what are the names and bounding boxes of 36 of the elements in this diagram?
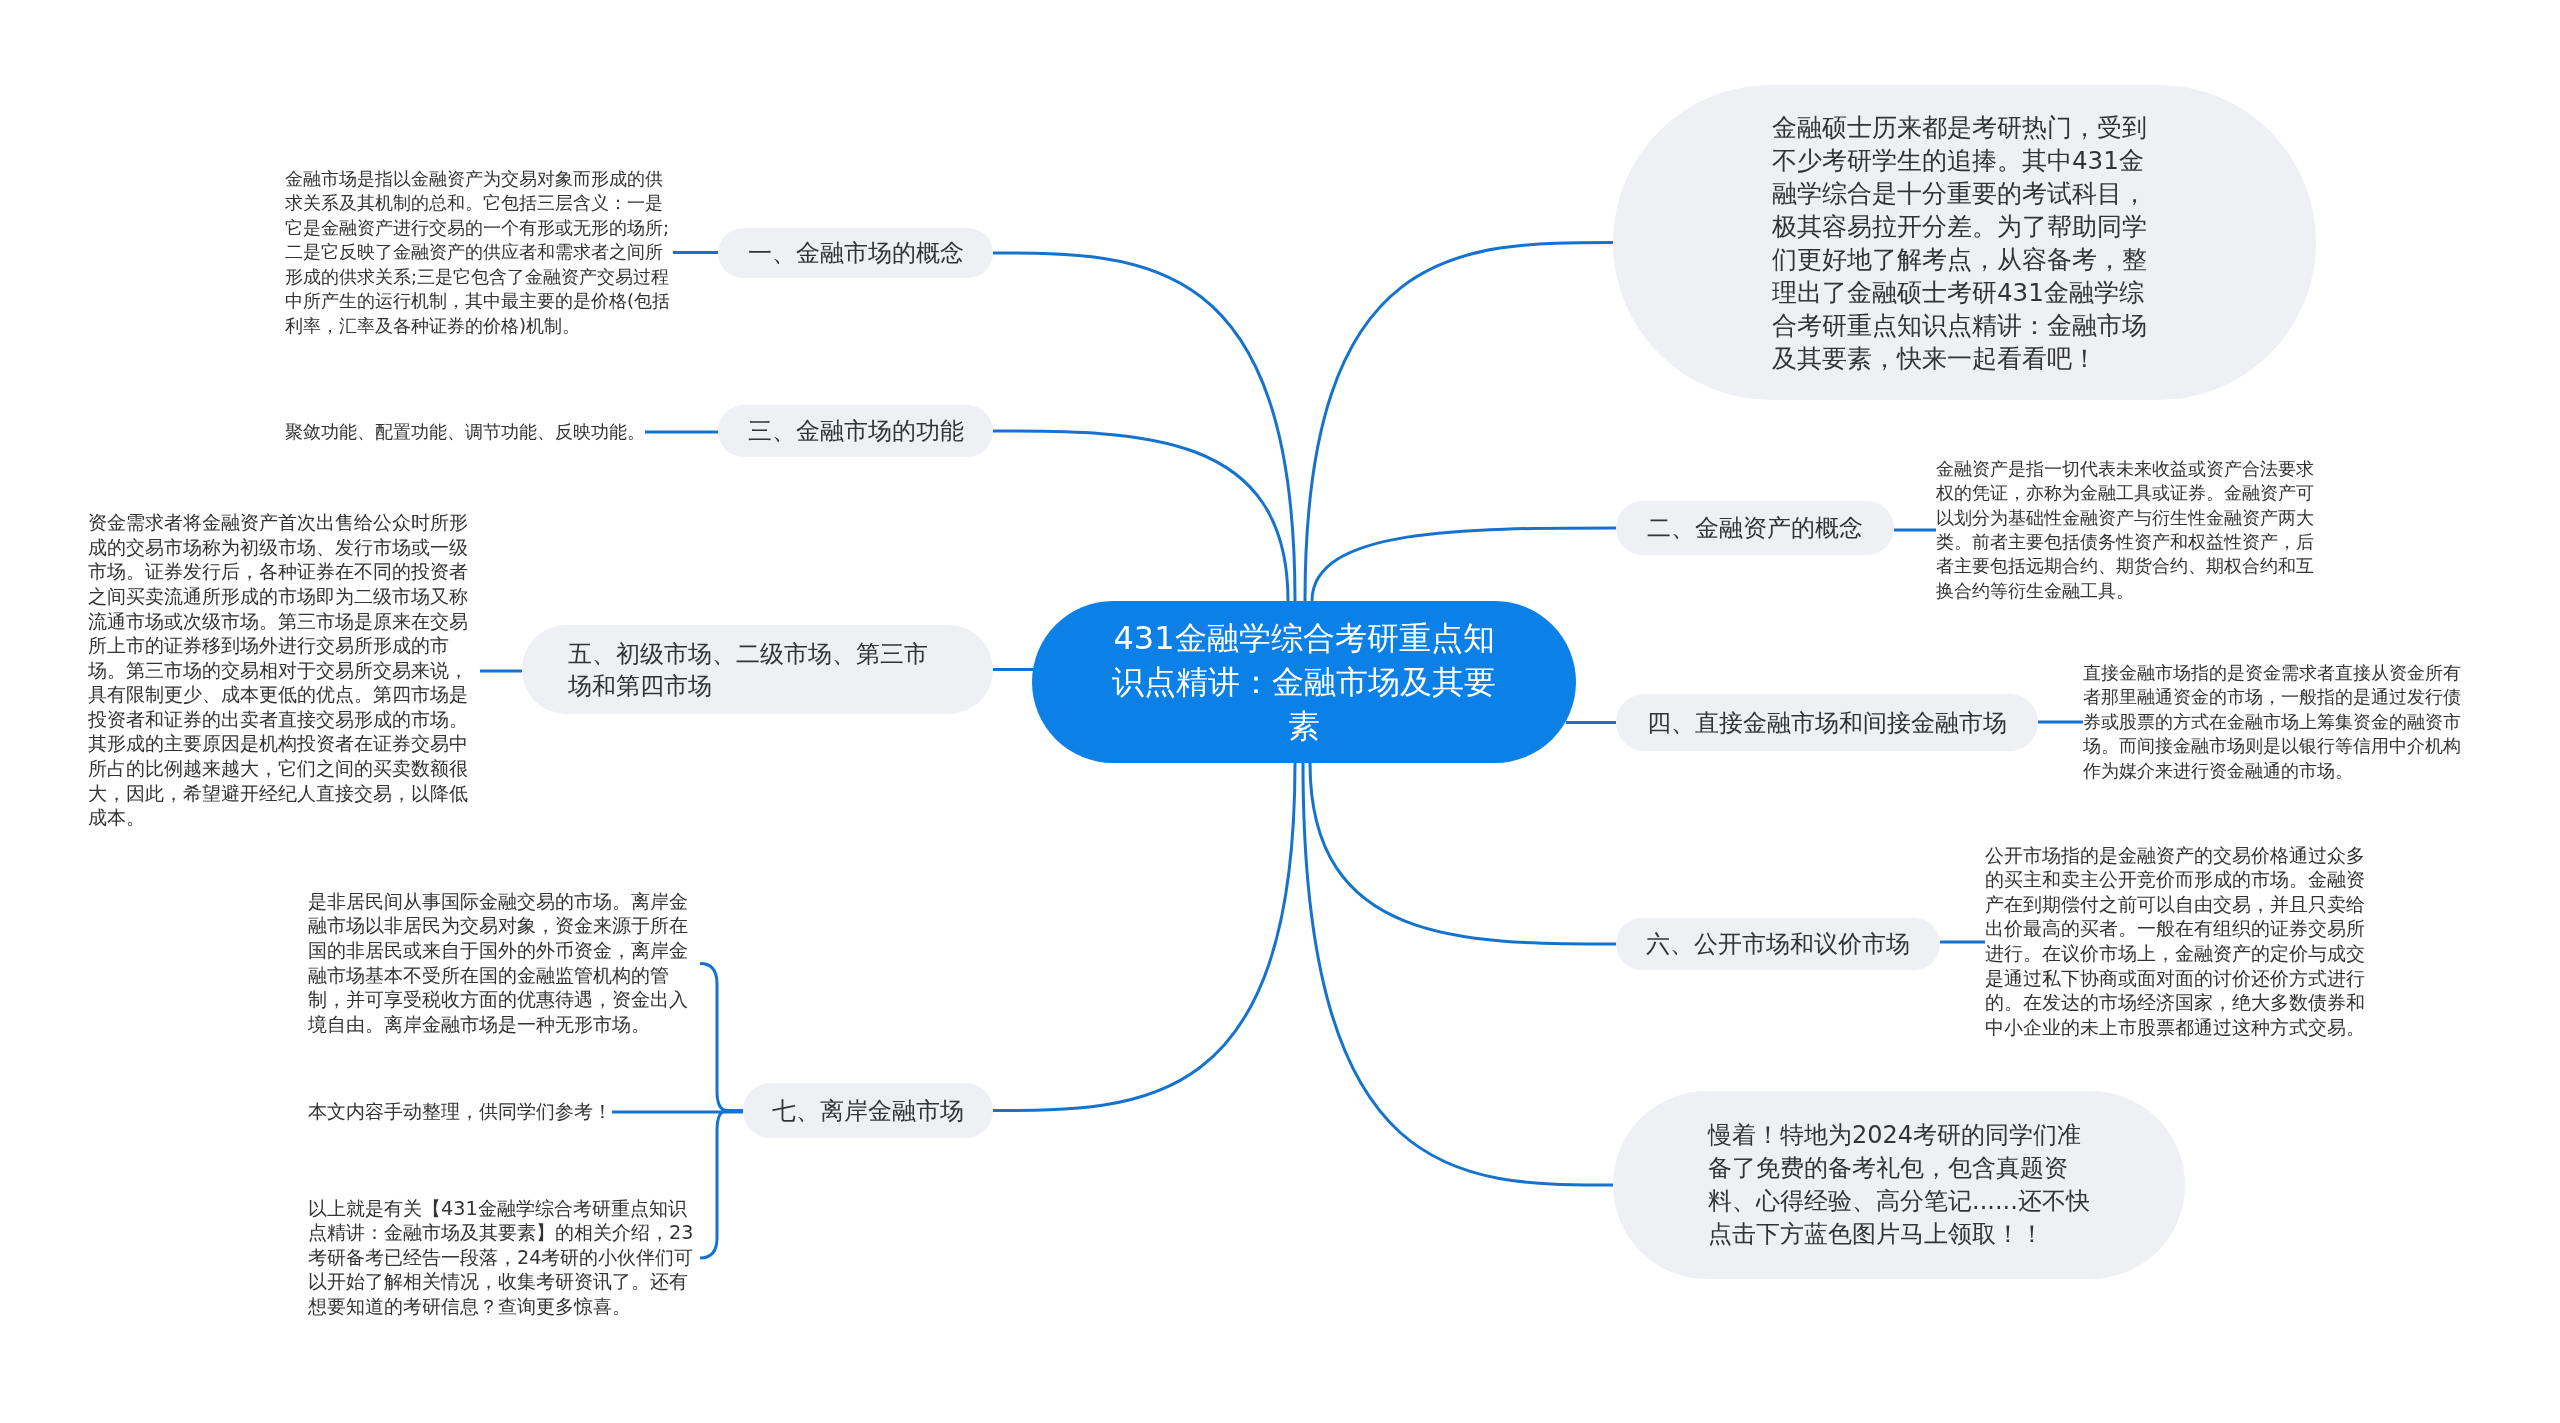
detail-text: 本文内容手动整理，供同学们参考！ [308,1099,612,1125]
connector-line [993,668,1036,671]
connector-line [612,1110,743,1114]
topic-box: 431金融学综合考研重点知识点精讲：金融市场及其要素 [1032,601,1576,763]
connector-line [993,251,1297,602]
connector-line [1310,526,1616,602]
branch-box: 六、公开市场和议价市场 [1616,918,1940,970]
connector-line [645,430,718,434]
note-bubble: 慢着！特地为2024考研的同学们准备了免费的备考礼包，包含真题资料、心得经验、高分笔记......还不快点击下方蓝色图片马上领取！！ [1613,1091,2185,1279]
connector-line [993,429,1290,602]
branch-box: 五、初级市场、二级市场、第三市场和第四市场 [522,625,993,714]
connector-line [673,251,718,254]
connector-line [480,669,522,673]
connector-line [1894,528,1936,532]
detail-text: 金融市场是指以金融资产为交易对象而形成的供求关系及其机制的总和。它包括三层含义：一是它是金融资产进行交易的一个有形或无形的场所;二是它反映了金融资产的供应者和需求者之间所形成的供求关系;三是它包含了金融资产交易过程中所产生的运行机制，其中最主要的是价格(包括利率，汇率及各种证券的价格)机制。 [285,166,673,339]
connector-line [2038,720,2083,724]
branch-box: 三、金融市场的功能 [718,405,993,457]
connector-line [699,1109,743,1260]
branch-box: 一、金融市场的概念 [718,228,993,278]
detail-text: 金融资产是指一切代表未来收益或资产合法要求权的凭证，亦称为金融工具或证券。金融资产可以划分为基础性金融资产与衍生性金融资产两大类。前者主要包括债务性资产和权益性资产，后者主要包括远期合约、期货合约、期权合约和互换合约等衍生金融工具。 [1936,456,2328,604]
detail-text: 资金需求者将金融资产首次出售给公众时所形成的交易市场称为初级市场、发行市场或一级市场。证券发行后，各种证券在不同的投资者之间买卖流通所形成的市场即为二级市场又称流通市场或次级市场。第三市场是原来在交易所上市的证券移到场外进行交易所形成的市场。第三市场的交易相对于交易所交易来说，具有限制更少、成本更低的优点。第四市场是投资者和证券的出卖者直接交易形成的市场。其形成的主要原因是机构投资者在证券交易中所占的比例越来越大，它们之间的买卖数额很大，因此，希望避开经纪人直接交易，以降低成本。 [88,511,480,831]
branch-box: 二、金融资产的概念 [1616,501,1894,555]
detail-text: 公开市场指的是金融资产的交易价格通过众多的买主和卖主公开竞价而形成的市场。金融资产在到期偿付之前可以自由交易，并且只卖给出价最高的买者。一般在有组织的证券交易所进行。在议价市场上，金融资产的定价与成交是通过私下协商或面对面的讨价还价方式进行的。在发达的市场经济国家，绝大多数债券和中小企业的未上市股票都通过这种方式交易。 [1985,843,2377,1041]
detail-text: 直接金融市场指的是资金需求者直接从资金所有者那里融通资金的市场，一般指的是通过发行债券或股票的方式在金融市场上筹集资金的融资市场。而间接金融市场则是以银行等信用中介机构作为媒介来进行资金融通的市场。 [2083,660,2475,784]
connector-line [1308,762,1616,946]
detail-text: 以上就是有关【431金融学综合考研重点知识点精讲：金融市场及其要素】的相关介绍，23考研备考已经告一段落，24考研的小伙伴们可以开始了解相关情况，收集考研资讯了。还有想要知道的考研信息？查询更多惊喜。 [308,1196,700,1320]
connector-line [1940,940,1985,944]
branch-box: 四、直接金融市场和间接金融市场 [1616,694,2038,751]
branch-box: 七、离岸金融市场 [743,1083,993,1138]
connector-line [1566,721,1616,724]
connector-line [1303,241,1613,602]
detail-text: 是非居民间从事国际金融交易的市场。离岸金融市场以非居民为交易对象，资金来源于所在国的非居民或来自于国外的外币资金，离岸金融市场基本不受所在国的金融监管机构的管制，并可享受税收方面的优惠待遇，资金出入境自由。离岸金融市场是一种无形市场。 [308,889,700,1038]
connector-line [993,762,1297,1112]
connector-line [1301,762,1613,1187]
detail-text: 聚敛功能、配置功能、调节功能、反映功能。 [285,419,645,445]
note-bubble: 金融硕士历来都是考研热门，受到不少考研学生的追捧。其中431金融学综合是十分重要的考试科目，极其容易拉开分差。为了帮助同学们更好地了解考点，从容备考，整理出了金融硕士考研431金融学综合考研重点知识点精讲：金融市场及其要素，快来一起看看吧！ [1613,85,2316,400]
